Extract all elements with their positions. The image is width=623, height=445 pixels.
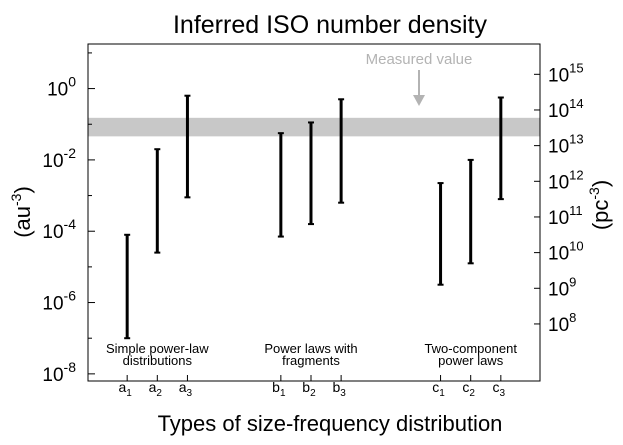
x-tick-label: a3: [179, 379, 193, 399]
group-label-2: fragments: [282, 353, 340, 368]
group-label-1: Simple power-law: [106, 341, 209, 356]
error-bar-b3: b3: [332, 98, 346, 399]
left-tick-label: 10-8: [42, 359, 76, 386]
plot-frame: [87, 43, 541, 382]
group-label-1: distributions: [123, 353, 193, 368]
error-bar-a3: a3: [179, 94, 193, 399]
x-tick-label: b1: [272, 379, 286, 399]
left-tick-label: 10-6: [42, 288, 76, 315]
left-tick-label: 10-2: [42, 145, 76, 172]
y-axis-label-right-text: (pc-3): [586, 180, 613, 230]
right-tick-label: 1012: [548, 167, 584, 193]
x-tick-label: b3: [332, 379, 346, 399]
x-tick-label: c2: [462, 379, 475, 399]
x-axis-label: Types of size-frequency distribution: [158, 411, 503, 436]
x-tick-label: c1: [432, 379, 445, 399]
error-bar-b2: b2: [302, 121, 316, 399]
right-tick-label: 109: [548, 274, 576, 300]
y-axis-label-text: (au-3): [8, 186, 35, 238]
error-bar-a2: a2: [149, 148, 163, 399]
measured-arrow-head: [413, 95, 425, 106]
right-tick-label: 1014: [548, 96, 584, 122]
right-tick-label: 1015: [548, 60, 584, 86]
error-bar-c3: c3: [493, 96, 506, 399]
y-axis-label-right: (pc-3): [586, 180, 613, 230]
group-label-3: power laws: [438, 353, 504, 368]
right-tick-label: 1010: [548, 239, 584, 265]
right-tick-label: 1013: [548, 132, 584, 158]
error-bar-c2: c2: [462, 158, 475, 399]
group-label-2: Power laws with: [264, 341, 357, 356]
y-axis-left: 100 10-2 10-4 10-6 10-8: [42, 52, 95, 386]
right-tick-label: 1011: [548, 203, 583, 229]
measured-value-band: [88, 117, 540, 137]
y-axis-label-left: (au-3): [8, 186, 35, 238]
y-axis-right: 1015 1014 1013 1012 1011 1010 109 108: [534, 60, 584, 336]
left-tick-label: 10-4: [42, 216, 76, 243]
group-label-3: Two-component: [424, 341, 517, 356]
error-bar-c1: c1: [432, 182, 445, 399]
measured-value-label: Measured value: [366, 51, 473, 68]
chart-title: Inferred ISO number density: [173, 11, 488, 39]
error-bar-b1: b1: [272, 132, 286, 399]
x-tick-label: c3: [493, 379, 506, 399]
left-tick-label: 100: [47, 74, 76, 101]
x-tick-label: a1: [118, 379, 132, 399]
x-tick-label: b2: [302, 379, 316, 399]
error-bar-a1: a1: [118, 233, 132, 399]
x-tick-label: a2: [149, 379, 163, 399]
right-tick-label: 108: [548, 310, 576, 336]
